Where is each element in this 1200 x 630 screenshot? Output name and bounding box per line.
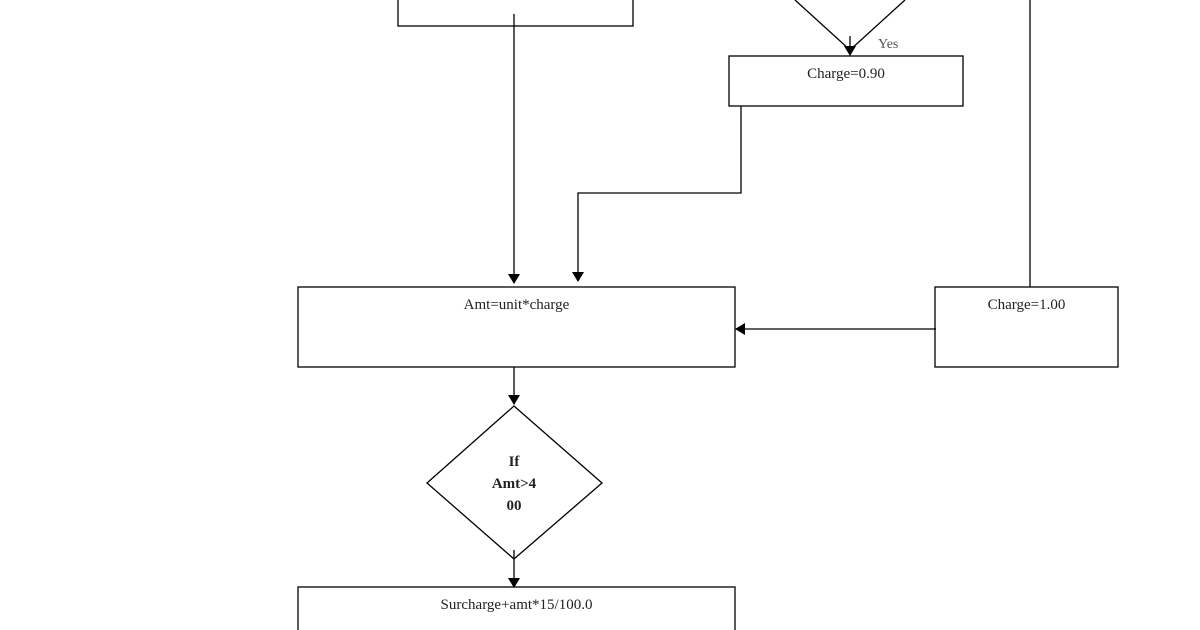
decision-text: If Amt>4 00 [464, 451, 564, 517]
box-charge-100 [934, 286, 1119, 368]
arrow-charge090-to-amt [572, 106, 742, 282]
box-top-left [397, 0, 634, 27]
decision-line-2: Amt>4 [491, 476, 537, 492]
charge-090-text: Charge=0.90 [807, 66, 885, 82]
decision-line-3: 00 [506, 498, 522, 514]
box-surcharge [297, 586, 736, 630]
decision-line-1: If [508, 454, 520, 470]
charge-100-text: Charge=1.00 [987, 297, 1066, 313]
amt-text: Amt=unit*charge [463, 297, 570, 313]
surcharge-text: Surcharge+amt*15/100.0 [440, 597, 593, 613]
box-charge-090 [728, 55, 964, 107]
yes-label: Yes [878, 37, 899, 52]
